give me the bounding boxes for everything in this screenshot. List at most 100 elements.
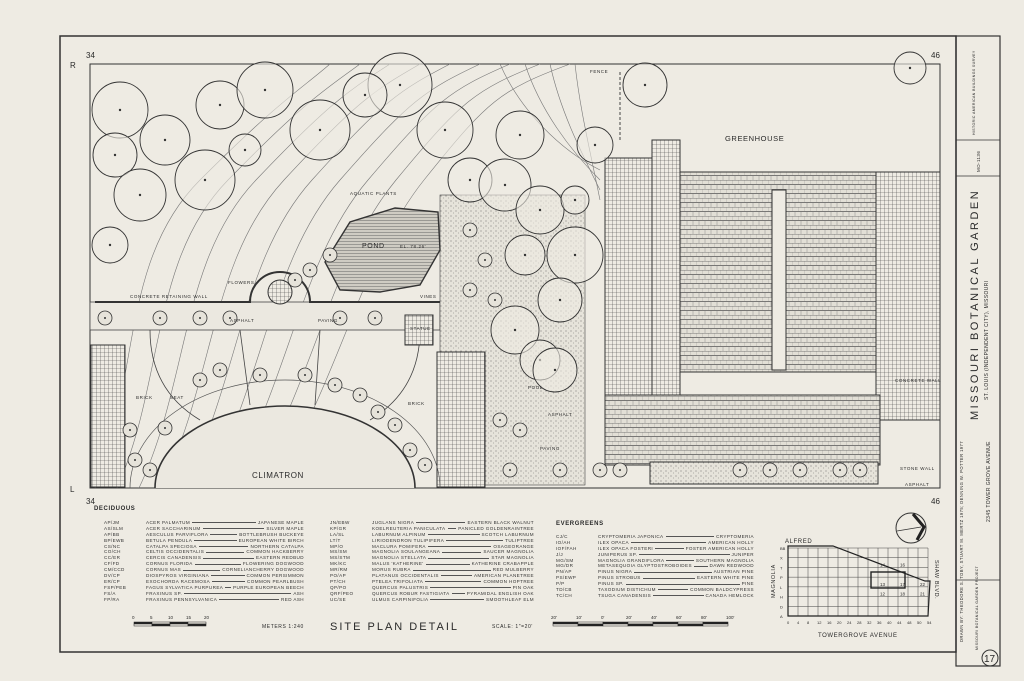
legend-botanical: PTELEA TRIFOLIATA bbox=[372, 578, 424, 584]
title-block-name: MISSOURI BOTANICAL GARDEN bbox=[969, 189, 981, 420]
key-map-sheet-cell: 17 bbox=[900, 582, 906, 587]
label-seat: SEAT bbox=[170, 395, 184, 400]
fountain bbox=[267, 279, 293, 305]
legend-common: PINE bbox=[741, 581, 754, 587]
grid-ref-top-right: 46 bbox=[931, 51, 940, 60]
key-map-x-tick: 20 bbox=[837, 620, 842, 625]
legend-leader-line bbox=[447, 526, 457, 530]
legend-botanical: JUGLANS NIGRA bbox=[372, 520, 415, 525]
legend-leader-line bbox=[625, 581, 740, 585]
legend-common: SCOTCH LABURNUM bbox=[481, 531, 534, 537]
legend-code: DV/CP bbox=[104, 573, 121, 579]
legend-leader-line bbox=[219, 597, 280, 600]
legend-common: AMERICAN PLANETREE bbox=[473, 573, 534, 579]
legend-leader-line bbox=[211, 573, 245, 577]
legend-leader-line bbox=[446, 538, 504, 542]
legend-code: CM/CCD bbox=[104, 567, 125, 573]
legend-common: EASTERN WHITE PINE bbox=[697, 575, 754, 581]
legend-leader-line bbox=[428, 555, 490, 559]
key-map-x-tick: 4 bbox=[797, 620, 800, 625]
legend-botanical: CRYPTOMERIA JAPONICA bbox=[598, 534, 664, 539]
key-map-street-right: SHAW BLVD. bbox=[933, 560, 939, 599]
legend-code: PO/AP bbox=[330, 573, 347, 579]
key-map-y-tick: P bbox=[780, 575, 783, 580]
legend-common: JAPANESE MAPLE bbox=[257, 520, 304, 525]
key-map-y-tick: BB bbox=[780, 546, 786, 551]
legend-botanical: MAGNOLIA SOULANGEANA bbox=[372, 549, 441, 555]
legend-leader-line bbox=[427, 544, 492, 547]
legend-code: P/P bbox=[556, 581, 565, 587]
legend-code: PT/CH bbox=[330, 578, 346, 584]
legend-common: COMMON PEARLBUSH bbox=[247, 578, 304, 584]
scale-tick-label: 0' bbox=[601, 615, 605, 620]
feet-scale-bar: 20'10'0'20'40'60'80'100' bbox=[551, 615, 735, 627]
grid-ref-top-left: 34 bbox=[86, 51, 95, 60]
legend-code: KP/GR bbox=[330, 525, 347, 531]
key-map-sheet-cell: 14 bbox=[880, 563, 886, 568]
label-flowers: FLOWERS bbox=[228, 280, 254, 285]
legend-botanical: QUERCUS PALUSTRIS bbox=[372, 584, 429, 590]
key-map-sheet-cell: 21 bbox=[920, 592, 926, 597]
legend-botanical: LIRIODENDRON TULIPIFERA bbox=[372, 537, 445, 543]
legend-botanical: JUNIPERUS SP. bbox=[598, 551, 638, 557]
legend-code: ER/CP bbox=[104, 578, 121, 584]
legend-leader-line bbox=[427, 532, 480, 536]
legend-botanical: TSUGA CANADENSIS bbox=[598, 592, 652, 598]
legend-common: FOSTER AMERICAN HOLLY bbox=[685, 545, 754, 551]
legend-code: AS/SLM bbox=[104, 525, 124, 531]
scale-tick-label: 10 bbox=[168, 615, 174, 620]
legend-code: FSP/PEB bbox=[104, 584, 127, 590]
legend-leader-line bbox=[653, 593, 704, 597]
legend-code: MK/KC bbox=[330, 561, 347, 567]
key-map-sheet-cell: 12 bbox=[880, 592, 886, 597]
legend-botanical: MORUS RUBRA bbox=[372, 567, 411, 573]
legend-code: IOF/FAH bbox=[556, 545, 577, 551]
legend-leader-line bbox=[206, 549, 245, 553]
greenhouse-complex bbox=[604, 139, 941, 466]
title-block-project: MISSOURI BOTANICAL GARDEN PROJECT bbox=[975, 565, 979, 650]
legend-botanical: MAGNOLIA GRANDIFLORA bbox=[598, 557, 665, 563]
legend-leader-line bbox=[425, 561, 470, 565]
title-block-location: ST. LOUIS (INDEPENDENT CITY), MISSOURI bbox=[984, 280, 990, 400]
key-map-x-tick: 0 bbox=[787, 620, 790, 625]
legend-common: TULIPTREE bbox=[505, 537, 534, 543]
legend-botanical: ACER PALMATUM bbox=[146, 520, 191, 525]
legend-common: PIN OAK bbox=[512, 584, 534, 590]
label-pond: POND bbox=[362, 243, 385, 250]
legend-common: RED MULBERRY bbox=[492, 567, 534, 573]
legend-leader-line bbox=[642, 575, 696, 579]
sheet-number: 17 bbox=[984, 654, 996, 665]
key-map-x-tick: 44 bbox=[897, 620, 902, 625]
legend-leader-line bbox=[451, 591, 465, 595]
legend-code: MR/RM bbox=[330, 567, 348, 573]
label-fence: FENCE bbox=[590, 69, 608, 74]
label-brick-2: BRICK bbox=[408, 401, 425, 406]
legend-common: COMMON PERSIMMON bbox=[246, 573, 304, 579]
legend-botanical: MAGNOLIA STELLATA bbox=[372, 555, 427, 561]
legend-common: CANADA HEMLOCK bbox=[705, 592, 754, 598]
legend-code: FP/RA bbox=[104, 596, 120, 602]
legend-botanical: FRAXINUS SP. bbox=[146, 590, 183, 596]
legend-common: AMERICAN HOLLY bbox=[708, 539, 754, 545]
legend-code: AP/JM bbox=[104, 520, 120, 525]
key-map-x-tick: 28 bbox=[857, 620, 862, 625]
legend-code: PN/AP bbox=[556, 569, 572, 575]
legend-common: PYRAMIDAL ENGLISH OAK bbox=[466, 590, 534, 596]
legend-row: MR/RM MORUS RUBRA RED MULBERRY bbox=[330, 567, 534, 573]
legend-common: OSAGEORANGE bbox=[493, 543, 534, 549]
title-block-survey-number: MO-1136 bbox=[976, 151, 981, 172]
